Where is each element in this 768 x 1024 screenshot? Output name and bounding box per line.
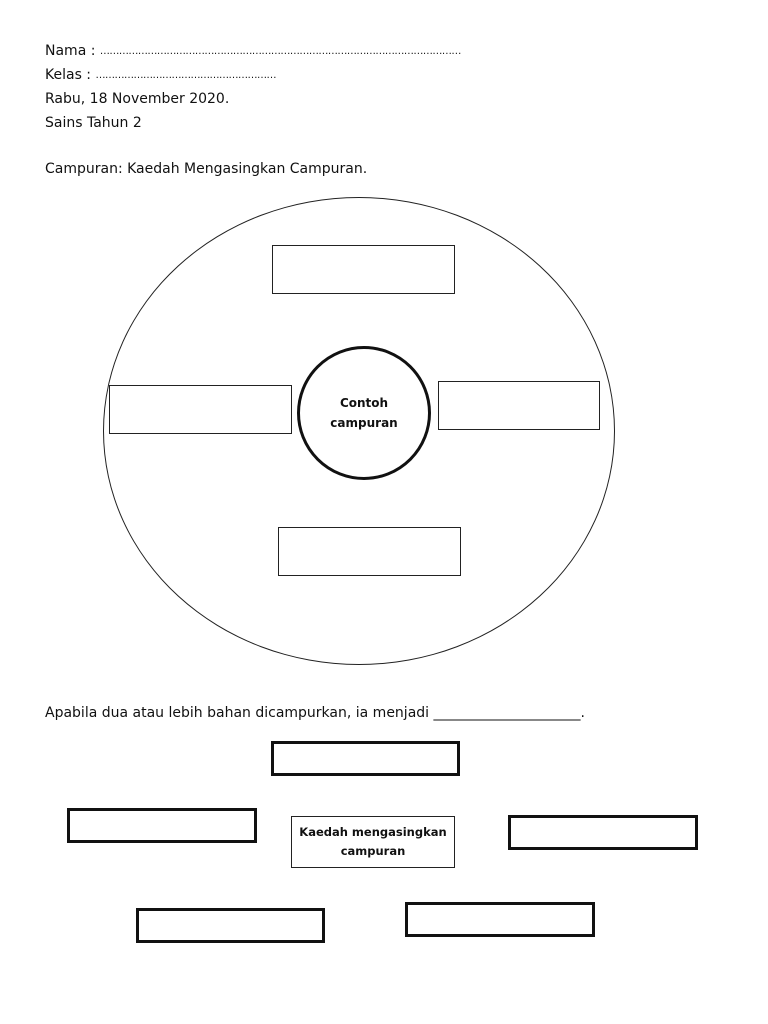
name-label: Nama : xyxy=(45,43,96,59)
method-box-left[interactable] xyxy=(67,808,257,843)
class-line: Kelas : ………………………………………………… xyxy=(45,66,276,85)
answer-box-right[interactable] xyxy=(438,381,600,430)
outer-ellipse xyxy=(103,197,615,665)
method-label-line2: campuran xyxy=(340,844,406,858)
center-circle-example: Contoh campuran xyxy=(297,346,431,480)
name-line: Nama : ………………………………………………………………………………………… xyxy=(45,42,461,61)
question-text: Apabila dua atau lebih bahan dicampurkan… xyxy=(45,705,585,721)
method-center-label: Kaedah mengasingkan campuran xyxy=(291,816,455,868)
answer-box-left[interactable] xyxy=(109,385,292,434)
method-box-top[interactable] xyxy=(271,741,460,776)
section-title: Campuran: Kaedah Mengasingkan Campuran. xyxy=(45,161,368,177)
date-text: Rabu, 18 November 2020. xyxy=(45,91,230,107)
center-label-line1: Contoh xyxy=(339,396,389,410)
name-blank[interactable]: …………………………………………………………………………………………………… xyxy=(99,46,462,57)
answer-box-bottom[interactable] xyxy=(278,527,461,576)
answer-box-top[interactable] xyxy=(272,245,455,294)
center-label-line2: campuran xyxy=(330,416,398,430)
method-box-right[interactable] xyxy=(508,815,698,850)
method-box-bottom-left[interactable] xyxy=(136,908,325,943)
method-label-line1: Kaedah mengasingkan xyxy=(299,825,447,839)
subject-text: Sains Tahun 2 xyxy=(45,115,142,131)
method-box-bottom-right[interactable] xyxy=(405,902,595,937)
class-label: Kelas : xyxy=(45,67,92,83)
class-blank[interactable]: ………………………………………………… xyxy=(95,70,276,81)
